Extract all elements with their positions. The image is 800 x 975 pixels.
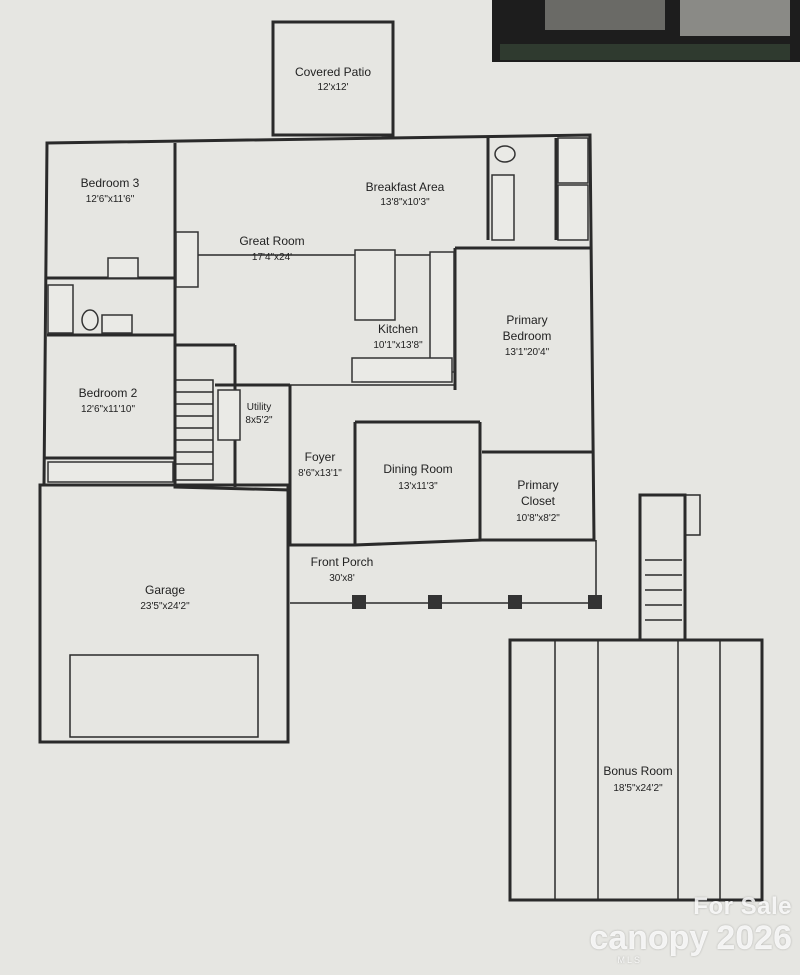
garage-dims: 23'5"x24'2" — [140, 601, 190, 612]
bonus-room-walls — [508, 493, 764, 902]
front-porch-dims: 30'x8' — [329, 573, 355, 584]
interior-walls — [45, 138, 594, 545]
room-label-great-room: Great Room 17'4"x24' — [239, 234, 304, 263]
bonus-name: Bonus Room — [603, 764, 672, 778]
bedroom3-name: Bedroom 3 — [81, 176, 140, 190]
main-stairs — [174, 379, 214, 481]
room-label-primary-closet: Primary Closet 10'8"x8'2" — [516, 478, 560, 524]
brand-logo-text: canopy — [589, 919, 709, 957]
room-label-foyer: Foyer 8'6"x13'1" — [298, 450, 342, 479]
room-label-primary-bedroom: Primary Bedroom 13'1"20'4" — [503, 313, 552, 358]
dining-dims: 13'x11'3" — [398, 481, 438, 492]
bedroom2-name: Bedroom 2 — [79, 386, 138, 400]
room-label-covered-patio: Covered Patio 12'x12' — [295, 65, 371, 93]
covered-patio-dims: 12'x12' — [317, 82, 348, 93]
watermark-year: 2026 — [716, 919, 792, 957]
room-label-front-porch: Front Porch 30'x8' — [311, 555, 374, 584]
great-room-dims: 17'4"x24' — [252, 252, 292, 263]
room-label-garage: Garage 23'5"x24'2" — [140, 583, 190, 612]
breakfast-name: Breakfast Area — [366, 180, 445, 194]
breakfast-dims: 13'8"x10'3" — [380, 197, 430, 208]
great-room-name: Great Room — [239, 234, 304, 248]
front-porch-name: Front Porch — [311, 555, 374, 569]
room-label-breakfast: Breakfast Area 13'8"x10'3" — [366, 180, 445, 208]
fixtures — [47, 137, 589, 483]
garage-walls — [38, 483, 290, 744]
kitchen-dims: 10'1"x13'8" — [373, 340, 423, 351]
bedroom2-dims: 12'6"x11'10" — [81, 404, 136, 415]
dining-name: Dining Room — [383, 462, 452, 476]
room-label-bedroom2: Bedroom 2 12'6"x11'10" — [79, 386, 138, 415]
utility-dims: 8x5'2" — [245, 415, 273, 426]
room-label-bonus: Bonus Room 18'5"x24'2" — [603, 764, 672, 794]
foyer-dims: 8'6"x13'1" — [298, 468, 342, 479]
porch-columns — [290, 540, 602, 609]
mls-text: MLS — [617, 955, 642, 965]
for-sale-text: For Sale — [693, 893, 792, 920]
utility-name: Utility — [247, 402, 271, 413]
room-label-bedroom3: Bedroom 3 12'6"x11'6" — [81, 176, 140, 205]
bedroom3-dims: 12'6"x11'6" — [86, 194, 135, 205]
garage-name: Garage — [145, 583, 185, 597]
covered-patio-outline — [271, 20, 395, 137]
primary-bedroom-name1: Primary — [506, 313, 547, 327]
primary-closet-name2: Closet — [521, 494, 556, 508]
room-label-dining: Dining Room 13'x11'3" — [383, 462, 452, 492]
foyer-name: Foyer — [305, 450, 336, 464]
primary-bedroom-name2: Bedroom — [503, 329, 552, 343]
primary-closet-dims: 10'8"x8'2" — [516, 513, 560, 524]
garage-door — [69, 654, 259, 738]
covered-patio-name: Covered Patio — [295, 65, 371, 79]
room-label-kitchen: Kitchen 10'1"x13'8" — [373, 322, 423, 351]
bonus-dims: 18'5"x24'2" — [613, 783, 663, 794]
kitchen-name: Kitchen — [378, 322, 418, 336]
room-label-utility: Utility 8x5'2" — [245, 402, 273, 426]
primary-bedroom-dims: 13'1"20'4" — [505, 347, 550, 358]
primary-closet-name1: Primary — [517, 478, 558, 492]
